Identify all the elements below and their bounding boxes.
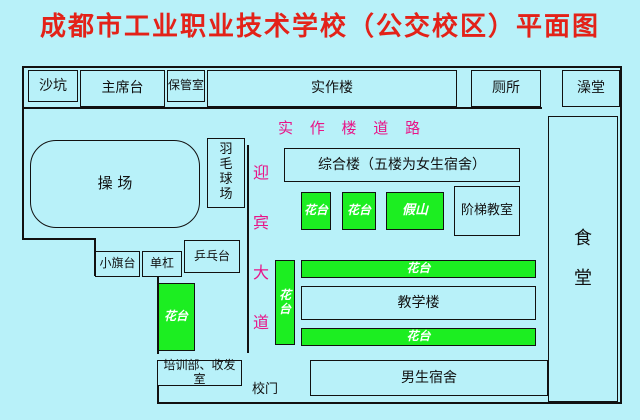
campus-wall-left: [22, 66, 24, 238]
male-dormitory[interactable]: 男生宿舍: [310, 360, 548, 396]
left-boundary-2: [94, 238, 96, 276]
cafeteria[interactable]: 食堂: [548, 116, 618, 402]
planter-5-label: 花台: [279, 287, 292, 316]
horizontal-bar[interactable]: 单杠: [142, 251, 182, 277]
toilet[interactable]: 厕所: [471, 70, 541, 107]
planter-4: 花台: [301, 328, 536, 346]
planter-1: 花台: [301, 192, 331, 230]
badminton-court-label: 羽毛球场: [219, 142, 233, 202]
campus-wall-bottom: [157, 402, 622, 404]
bathhouse[interactable]: 澡堂: [562, 70, 620, 107]
campus-wall-top: [22, 66, 622, 68]
storage-room[interactable]: 保管室: [167, 70, 205, 102]
road-top-edge: [22, 107, 542, 109]
campus-wall-inner-left: [157, 385, 159, 403]
practical-training-building[interactable]: 实作楼: [207, 70, 457, 107]
sandpit[interactable]: 沙坑: [28, 70, 78, 102]
planter-6: 花台: [157, 283, 195, 351]
comprehensive-building[interactable]: 综合楼（五楼为女生宿舍）: [284, 148, 520, 182]
cafeteria-label: 食堂: [574, 228, 592, 289]
map-title: 成都市工业职业技术学校（公交校区）平面图: [39, 12, 600, 42]
practical-building-road-label: 实 作 楼 道 路: [278, 119, 427, 137]
teaching-building[interactable]: 教学楼: [301, 286, 536, 320]
school-gate-label: 校门: [252, 382, 279, 397]
planter-2: 花台: [342, 192, 376, 230]
rostrum[interactable]: 主席台: [80, 70, 165, 107]
sports-field[interactable]: 操 场: [30, 140, 200, 228]
main-road-edge: [247, 145, 249, 353]
small-flag-stand[interactable]: 小旗台: [95, 251, 140, 277]
planter-3: 花台: [301, 260, 536, 278]
planter-5: 花台: [275, 260, 295, 345]
welcome-avenue-label: 迎宾大道: [252, 163, 269, 332]
training-dept-mailroom[interactable]: 培训部、收发室: [157, 358, 242, 386]
left-boundary-1: [22, 238, 94, 240]
campus-wall-right: [620, 66, 622, 404]
left-boundary-3: [157, 276, 159, 354]
ping-pong-table[interactable]: 乒乓台: [184, 240, 240, 273]
lecture-hall[interactable]: 阶梯教室: [454, 186, 520, 236]
badminton-court[interactable]: 羽毛球场: [207, 138, 245, 208]
rockery: 假山: [386, 192, 444, 230]
